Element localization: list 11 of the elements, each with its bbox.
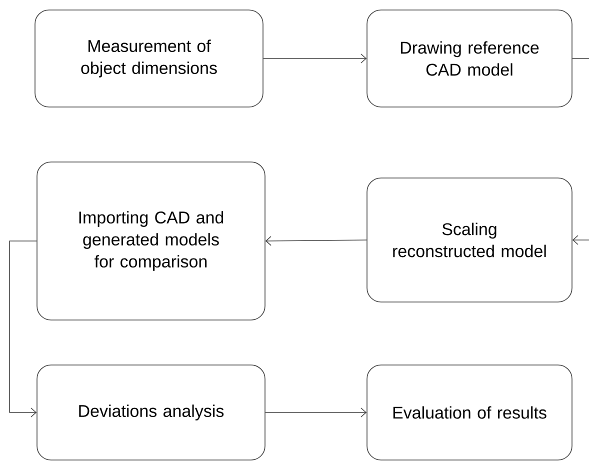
arrow	[265, 408, 367, 418]
arrow	[265, 236, 367, 246]
process-box: Scaling reconstructed model	[366, 178, 572, 302]
arrow	[263, 54, 367, 64]
process-box: Evaluation of results	[366, 364, 572, 460]
process-box: Deviations analysis	[36, 364, 266, 460]
process-box: Measurement of object dimensions	[34, 10, 264, 108]
process-box: Drawing reference CAD model	[366, 10, 572, 108]
process-box: Importing CAD and generated models for comparison	[36, 162, 266, 320]
arrow	[9, 240, 37, 418]
arrow	[572, 235, 589, 245]
